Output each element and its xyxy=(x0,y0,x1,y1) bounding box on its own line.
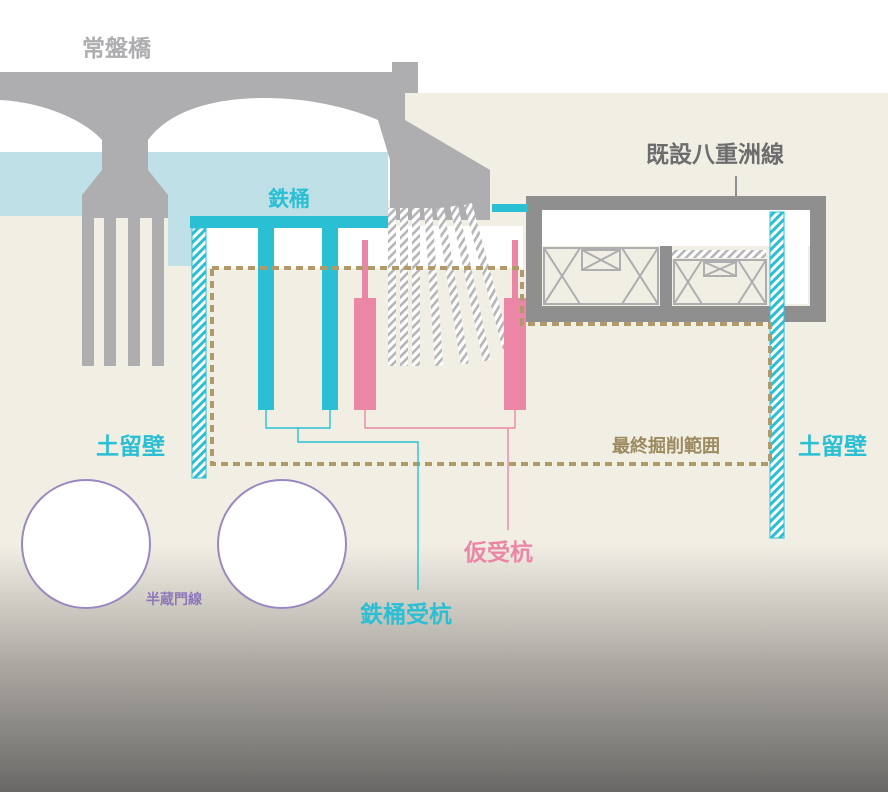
river-water-step xyxy=(168,216,192,266)
retaining-wall-left-label: 土留壁 xyxy=(96,433,165,460)
steel-pipe-beam xyxy=(190,204,528,410)
retaining-wall-right-label: 土留壁 xyxy=(798,433,867,460)
tunnel-circle-icon xyxy=(21,479,151,609)
hatched-pile-icon xyxy=(388,202,513,366)
hanzomon-line-label: 半蔵門線 xyxy=(146,591,202,608)
retaining-wall-left xyxy=(191,227,207,479)
excavation-range-label: 最終掘削範囲 xyxy=(612,435,720,457)
retaining-wall-right xyxy=(769,211,785,539)
tunnel-circle-icon xyxy=(217,479,347,609)
bridge-pile xyxy=(104,218,116,366)
bridge-pile xyxy=(82,218,94,366)
temp-pile-leader xyxy=(364,410,516,429)
bridge-label: 常盤橋 xyxy=(82,35,152,62)
bridge-pile xyxy=(152,218,164,366)
steel-pile-leader-down xyxy=(297,428,419,590)
steel-pipe-pile-label: 鉄桶受杭 xyxy=(360,601,452,628)
bridge-pile xyxy=(128,218,140,366)
existing-line-label: 既設八重洲線 xyxy=(646,141,784,168)
steel-pipe-label: 鉄桶 xyxy=(268,187,310,211)
ground-lower xyxy=(0,232,888,792)
river-water xyxy=(0,152,388,216)
car-frame xyxy=(543,247,767,305)
temp-pile-label: 仮受杭 xyxy=(463,539,533,566)
tokiwa-bridge xyxy=(0,62,490,366)
existing-yaesu-line xyxy=(526,176,826,322)
excavation-range-outline xyxy=(210,266,772,466)
